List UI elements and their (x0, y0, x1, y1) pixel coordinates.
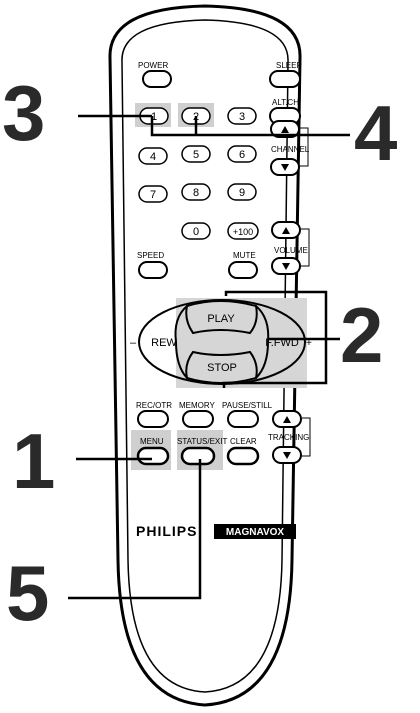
alt-ch-label: ALT.CH (272, 98, 299, 107)
triangle-down-icon (283, 452, 291, 459)
callout-5-line (68, 459, 202, 600)
key-4-label: 4 (150, 151, 156, 163)
rew-divider (174, 305, 188, 379)
key-9-label: 9 (239, 187, 245, 199)
pause-still-label: PAUSE/STILL (222, 401, 273, 410)
key-100-button[interactable] (227, 222, 259, 240)
philips-logo: PHILIPS (136, 523, 197, 539)
transport-ring (138, 299, 306, 385)
rew-button[interactable] (142, 320, 182, 364)
menu-button[interactable] (136, 446, 170, 466)
volume-label: VOLUME (274, 246, 308, 255)
callout-number-4: 4 (354, 89, 397, 177)
triangle-down-icon (281, 164, 289, 171)
key-7-label: 7 (150, 189, 156, 201)
menu-label: MENU (140, 437, 164, 446)
remote-body-inner (121, 19, 289, 693)
transport-cluster: PLAY STOP REW F.FWD – + (130, 299, 312, 385)
power-label: POWER (138, 61, 168, 70)
speed-button[interactable] (138, 261, 168, 279)
clear-label: CLEAR (230, 437, 257, 446)
callout-2-line (222, 290, 328, 388)
sleep-label: SLEEP (276, 61, 302, 70)
channel-label: CHANNEL (271, 145, 310, 154)
mute-button[interactable] (228, 261, 258, 279)
stop-button[interactable] (185, 350, 258, 384)
status-exit-label: STATUS/EXIT (177, 437, 227, 446)
triangle-up-icon (283, 416, 291, 423)
tracking-label: TRACKING (268, 433, 309, 442)
callout-4-line (150, 116, 350, 137)
mute-label: MUTE (233, 251, 256, 260)
key-6-label: 6 (239, 149, 245, 161)
triangle-up-icon (281, 126, 289, 133)
plus-label: + (306, 338, 312, 349)
key-8-button[interactable] (181, 183, 211, 201)
key-4-button[interactable] (138, 147, 168, 165)
key-7-button[interactable] (138, 185, 168, 203)
play-button[interactable] (185, 300, 258, 335)
volume-bracket (301, 228, 310, 267)
key-0-label: 0 (193, 226, 199, 238)
callout-lines (68, 114, 350, 600)
callout-number-5: 5 (6, 549, 49, 637)
pause-still-button[interactable] (227, 410, 259, 428)
key-9-button[interactable] (227, 183, 257, 201)
memory-button[interactable] (182, 410, 214, 428)
power-button[interactable] (142, 70, 172, 88)
key-5-button[interactable] (181, 145, 211, 163)
sleep-button[interactable] (269, 70, 301, 88)
key-0-button[interactable] (181, 222, 211, 240)
triangle-up-icon (282, 227, 290, 234)
play-label: PLAY (207, 313, 235, 325)
stop-label: STOP (207, 362, 237, 374)
callout-number-1: 1 (12, 417, 55, 505)
minus-label: – (130, 337, 137, 349)
key-3-label: 3 (239, 111, 245, 123)
key-3-button[interactable] (227, 107, 257, 125)
number-keypad: 1 2 3 4 5 6 7 8 9 0 +100 (138, 107, 259, 240)
rec-otr-label: REC/OTR (136, 401, 172, 410)
rew-label: REW (151, 337, 177, 349)
speed-label: SPEED (137, 251, 164, 260)
callout-number-2: 2 (340, 291, 383, 379)
magnavox-logo-box (214, 524, 296, 539)
triangle-down-icon (282, 263, 290, 270)
key-6-button[interactable] (227, 145, 257, 163)
key-1-label: 1 (151, 111, 157, 123)
key-8-label: 8 (193, 187, 199, 199)
status-exit-button[interactable] (180, 446, 216, 466)
memory-label: MEMORY (179, 401, 216, 410)
rec-otr-button[interactable] (137, 410, 169, 428)
magnavox-logo: MAGNAVOX (226, 527, 284, 538)
clear-button[interactable] (226, 446, 260, 466)
ffwd-divider (255, 305, 270, 379)
tracking-bracket (302, 417, 311, 457)
key-100-label: +100 (233, 227, 253, 237)
ffwd-button[interactable] (262, 320, 304, 364)
channel-bracket (300, 127, 309, 167)
callout-number-3: 3 (2, 69, 45, 157)
key-5-label: 5 (193, 149, 199, 161)
